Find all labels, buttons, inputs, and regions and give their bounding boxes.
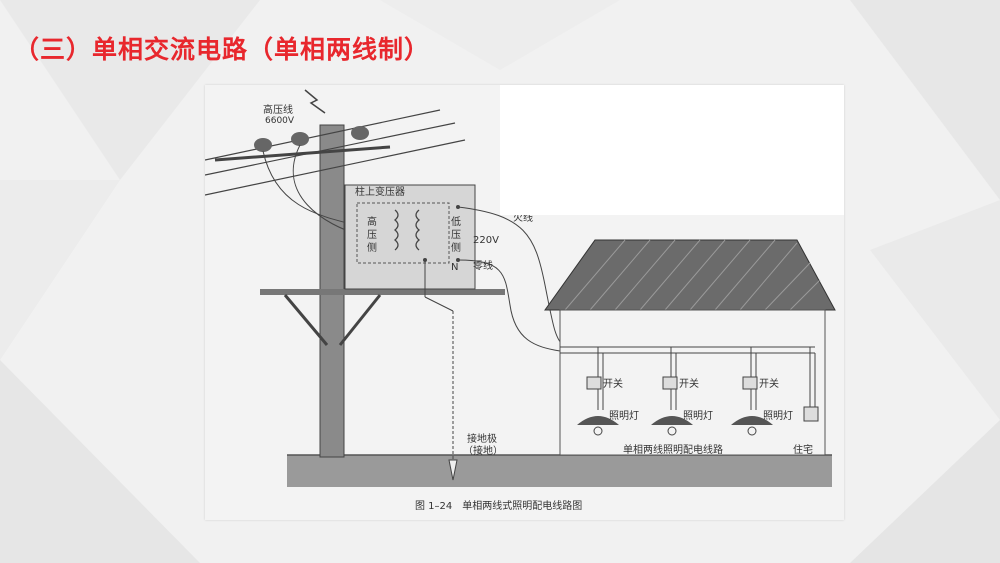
label-ground-note: （接地） bbox=[463, 444, 503, 457]
slide-title: （三）单相交流电路（单相两线制） bbox=[14, 35, 431, 64]
insulator bbox=[351, 126, 369, 140]
label-lamp-1: 照明灯 bbox=[609, 410, 639, 422]
label-circuit-name: 单相两线照明配电线路 bbox=[623, 443, 723, 456]
label-lamp-2: 照明灯 bbox=[683, 410, 713, 422]
label-switch-1: 开关 bbox=[603, 377, 623, 390]
lightning-icon bbox=[304, 89, 326, 114]
switch-icon bbox=[586, 376, 602, 390]
blank-patch bbox=[500, 85, 844, 215]
live-wire bbox=[457, 206, 566, 348]
label-lamp-3: 照明灯 bbox=[763, 410, 793, 422]
label-high-side-2: 压 bbox=[367, 229, 377, 241]
wiring-diagram-figure: 高压线 6600V 柱上变压器 高 压 侧 低 压 侧 220V N 火线 零线… bbox=[205, 85, 844, 520]
wiring-diagram: 高压线 6600V 柱上变压器 高 压 侧 低 压 侧 220V N 火线 零线… bbox=[205, 89, 836, 512]
label-switch-2: 开关 bbox=[679, 377, 699, 390]
label-switch-3: 开关 bbox=[759, 377, 779, 390]
lamp-icon bbox=[731, 416, 773, 425]
insulator bbox=[254, 138, 272, 152]
label-low-side-2: 压 bbox=[451, 229, 461, 241]
label-residence: 住宅 bbox=[793, 443, 813, 456]
house-roof bbox=[544, 239, 836, 311]
switch-icon bbox=[662, 376, 678, 390]
label-low-side-3: 侧 bbox=[451, 241, 461, 254]
label-high-side-3: 侧 bbox=[367, 241, 377, 254]
label-ground-electrode: 接地极 bbox=[467, 432, 497, 445]
pole-transformer bbox=[344, 184, 476, 290]
insulator bbox=[291, 132, 309, 146]
label-neutral-wire: 零线 bbox=[473, 259, 493, 272]
label-high-side-1: 高 bbox=[367, 215, 377, 228]
figure-caption: 图 1–24 单相两线式照明配电线路图 bbox=[415, 499, 582, 512]
ground-electrode bbox=[448, 459, 458, 481]
lamp-icon bbox=[577, 416, 619, 425]
ground bbox=[287, 455, 832, 487]
label-low-voltage-value: 220V bbox=[473, 235, 499, 246]
house-wall bbox=[559, 309, 826, 456]
label-neutral-mark: N bbox=[451, 262, 458, 273]
lower-cross-arm bbox=[260, 289, 505, 295]
label-high-voltage-value: 6600V bbox=[265, 116, 295, 126]
outlet-icon bbox=[803, 406, 819, 422]
switch-icon bbox=[742, 376, 758, 390]
label-low-side-1: 低 bbox=[451, 215, 461, 228]
transformer-coil-low bbox=[415, 209, 421, 251]
neutral-wire bbox=[457, 259, 561, 352]
transformer-coil-high bbox=[393, 209, 399, 251]
lamp-icon bbox=[651, 416, 693, 425]
label-transformer: 柱上变压器 bbox=[355, 185, 405, 198]
label-high-voltage-line: 高压线 bbox=[263, 103, 293, 116]
